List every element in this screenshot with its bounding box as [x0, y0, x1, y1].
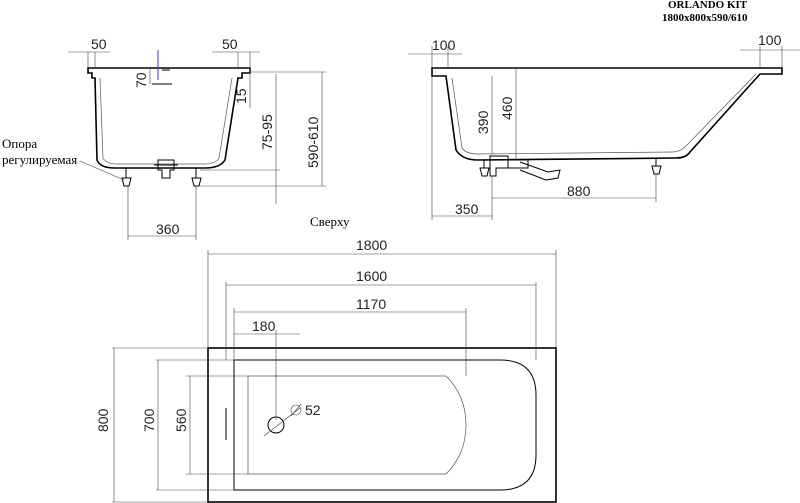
side-rim-right-dim: 100	[758, 32, 782, 48]
support-label-1: Опора	[2, 136, 37, 151]
front-leg-range-dim: 75-95	[259, 114, 275, 150]
front-tub-inner	[99, 77, 233, 165]
front-view: 50 50 70 15 75-95 590-610 360 Опора регу…	[2, 36, 326, 240]
side-foot-left	[479, 160, 490, 177]
front-drain	[157, 159, 175, 179]
top-view-label: Сверху	[310, 214, 350, 229]
side-rim-left-dim: 100	[432, 37, 456, 53]
side-tub-inner	[451, 73, 757, 155]
top-total-length-dim: 1800	[356, 237, 387, 253]
top-inner-length-dim: 1600	[356, 268, 387, 284]
top-outer-rim	[207, 347, 557, 503]
top-flat-width-dim: 560	[173, 408, 189, 432]
front-tub-outline	[87, 67, 251, 169]
top-drain-diameter-dim: 52	[305, 402, 321, 418]
front-foot-right	[191, 168, 202, 187]
top-bottom-flat	[247, 375, 467, 475]
support-label-2: регулируемая	[2, 152, 77, 167]
side-foot-right	[651, 158, 662, 175]
side-legs-spacing-dim: 880	[567, 183, 591, 199]
side-depth-outer-dim: 460	[499, 96, 515, 120]
front-height-dim: 590-610	[305, 116, 321, 168]
top-view: Сверху 1800 1600 1170 180 52 800	[95, 214, 557, 503]
side-depth-inner-dim: 390	[475, 110, 491, 134]
top-total-width-dim: 800	[95, 408, 111, 432]
side-drain	[489, 155, 509, 177]
top-flat-length-dim: 1170	[356, 296, 386, 312]
front-rim-right-dim: 50	[222, 36, 238, 52]
top-inner-width-dim: 700	[141, 408, 157, 432]
front-overflow-dim: 70	[133, 72, 149, 88]
model-size: 1800x800x590/610	[662, 12, 748, 24]
front-rim-thickness-dim: 15	[233, 88, 249, 104]
side-drain-offset-dim: 350	[455, 201, 479, 217]
front-leg-spacing-dim: 360	[156, 221, 180, 237]
top-drain-offset-dim: 180	[252, 318, 276, 334]
side-drain-pipe	[508, 159, 561, 181]
front-rim-left-dim: 50	[91, 36, 107, 52]
top-inner-bowl	[233, 359, 537, 491]
model-name: ORLANDO KIT	[668, 0, 748, 11]
side-view: 100 100 390 460 350 880	[408, 32, 800, 220]
front-foot-left	[121, 168, 132, 187]
